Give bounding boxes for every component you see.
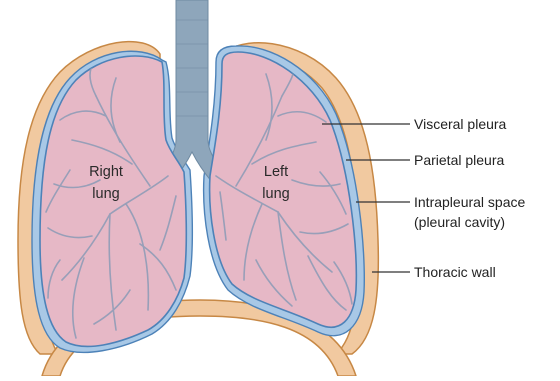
- label-intrapleural-space: Intrapleural space: [414, 194, 526, 210]
- left-lung-label-line1: Left: [264, 164, 288, 180]
- right-lung-label-line2: lung: [92, 186, 119, 202]
- label-parietal-pleura: Parietal pleura: [414, 152, 504, 168]
- right-lung-label-line1: Right: [89, 164, 123, 180]
- left-lung-label-line2: lung: [262, 186, 289, 202]
- label-thoracic-wall: Thoracic wall: [414, 264, 496, 280]
- label-pleural-cavity: (pleural cavity): [414, 214, 505, 230]
- label-visceral-pleura: Visceral pleura: [414, 116, 507, 132]
- callout-labels: Visceral pleura Parietal pleura Intraple…: [414, 116, 526, 280]
